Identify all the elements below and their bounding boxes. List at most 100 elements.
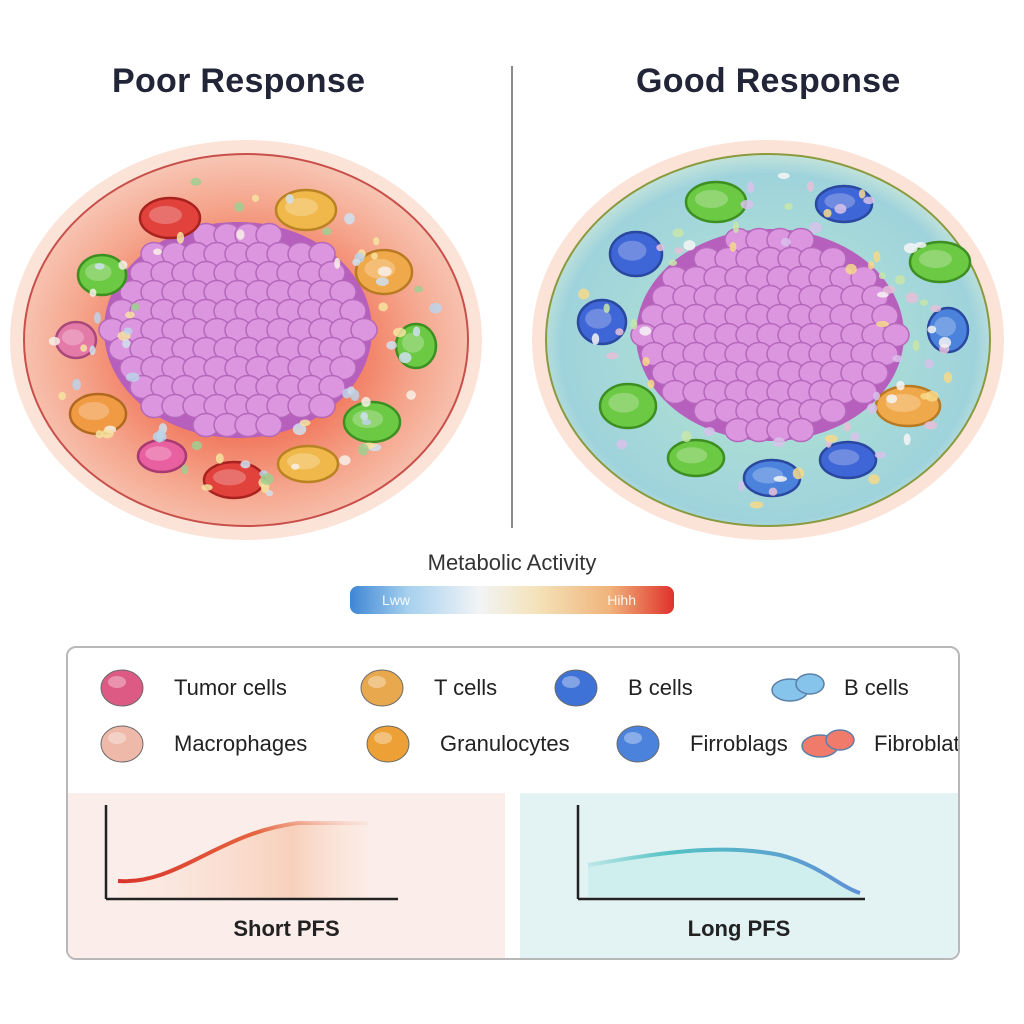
legend-label: Fibroblatts <box>874 731 960 756</box>
cell-highlight <box>695 190 728 208</box>
immune-cell <box>576 298 628 346</box>
cell-particle <box>749 501 764 509</box>
cell-particle <box>260 473 274 485</box>
legend-label: T cells <box>434 675 498 700</box>
cell-body <box>598 382 658 430</box>
cell-particle <box>393 327 407 338</box>
cell-particle <box>176 231 185 244</box>
icon-shape <box>360 669 404 707</box>
cell-particle <box>647 379 655 389</box>
cell-particle <box>48 336 61 346</box>
cell-particle <box>89 345 96 356</box>
cell-particle <box>591 333 600 345</box>
cell-particle <box>683 240 696 251</box>
granulocyte-icon <box>366 725 410 763</box>
icon-highlight <box>368 676 386 688</box>
long-pfs-area <box>588 849 860 897</box>
cell-particle <box>892 355 903 363</box>
cell-particle <box>240 460 251 469</box>
cell-particle <box>377 266 392 277</box>
cell-particle <box>823 208 832 218</box>
icon-shape <box>795 673 825 695</box>
cell-particle <box>920 299 929 306</box>
icon-shape <box>366 725 410 763</box>
cell-particle <box>58 391 66 401</box>
immune-cell <box>818 440 878 480</box>
cell-highlight <box>919 250 952 268</box>
cell-particle <box>339 455 351 466</box>
cell-highlight <box>352 410 384 428</box>
cell-highlight <box>213 469 246 486</box>
immune-cell <box>138 196 202 240</box>
icon-highlight <box>374 732 392 744</box>
icon-highlight <box>562 676 580 688</box>
cell-particle <box>732 221 739 234</box>
cell-particle <box>125 311 135 319</box>
cell-particle <box>642 356 650 367</box>
cell-highlight <box>145 446 172 461</box>
cell-particle <box>123 327 133 335</box>
legend-label: Macrophages <box>174 731 308 756</box>
cell-particle <box>878 272 886 280</box>
tumor-cell <box>329 355 357 381</box>
cell-particle <box>895 274 906 285</box>
cell-particle <box>912 339 920 352</box>
long-pfs-curve-plot <box>576 805 865 901</box>
panel-divider <box>511 66 513 528</box>
legend-item: Fibroblatts <box>798 724 960 764</box>
immune-cell <box>598 382 658 430</box>
cell-particle <box>378 302 388 312</box>
long-pfs-panel: Long PFS <box>520 793 958 958</box>
cell-highlight <box>934 316 956 337</box>
cell-particle <box>809 222 822 234</box>
t-cell-icon <box>360 669 404 707</box>
cell-particle <box>344 212 355 225</box>
legend-item: T cells <box>358 668 497 708</box>
legend-item: B cells <box>552 668 693 708</box>
icon-shape <box>616 725 660 763</box>
cell-particle <box>672 228 684 238</box>
cell-highlight <box>402 332 424 353</box>
cell-particle <box>72 378 81 391</box>
cell-particle <box>412 326 421 337</box>
cell-highlight <box>824 193 856 210</box>
tumor-mass <box>98 222 378 438</box>
cell-particle <box>131 303 140 312</box>
immune-cell <box>684 180 748 224</box>
cell-highlight <box>85 263 112 281</box>
macrophage-icon <box>100 725 144 763</box>
b-cell-icon <box>554 669 598 707</box>
cell-particle <box>863 196 875 205</box>
tumor-cell <box>350 317 378 343</box>
b-cell-cluster-icon <box>771 673 825 702</box>
cell-particle <box>873 391 880 401</box>
icon-shape <box>100 725 144 763</box>
legend-item: B cells <box>768 668 909 708</box>
short-pfs-curve <box>117 821 368 884</box>
cell-particle <box>850 432 860 442</box>
cell-particle <box>371 252 378 260</box>
cell-particle <box>93 312 101 324</box>
legend-label: Tumor cells <box>174 675 287 700</box>
cell-particle <box>352 258 361 267</box>
long-pfs-label: Long PFS <box>687 916 791 941</box>
legend-label: Granulocytes <box>440 731 570 756</box>
cell-particle <box>773 437 785 448</box>
cell-particle <box>360 412 369 421</box>
immune-cells <box>576 180 972 498</box>
cell-particle <box>843 422 851 432</box>
short-pfs-area <box>118 823 368 898</box>
cell-particle <box>903 243 918 254</box>
icon-shape <box>100 669 144 707</box>
cell-particle <box>780 237 791 247</box>
cell-particle <box>930 305 942 313</box>
cell-particle <box>924 358 934 369</box>
icon-highlight <box>108 732 126 744</box>
metabolic-activity-scale: Lww Hihh <box>350 586 674 614</box>
cell-particle <box>125 372 140 382</box>
tumor-cell <box>787 417 815 443</box>
good-response-tissue-illustration <box>532 140 1004 540</box>
long-pfs-curve <box>587 847 861 895</box>
cell-particle <box>738 480 745 492</box>
cell-particle <box>867 260 875 270</box>
